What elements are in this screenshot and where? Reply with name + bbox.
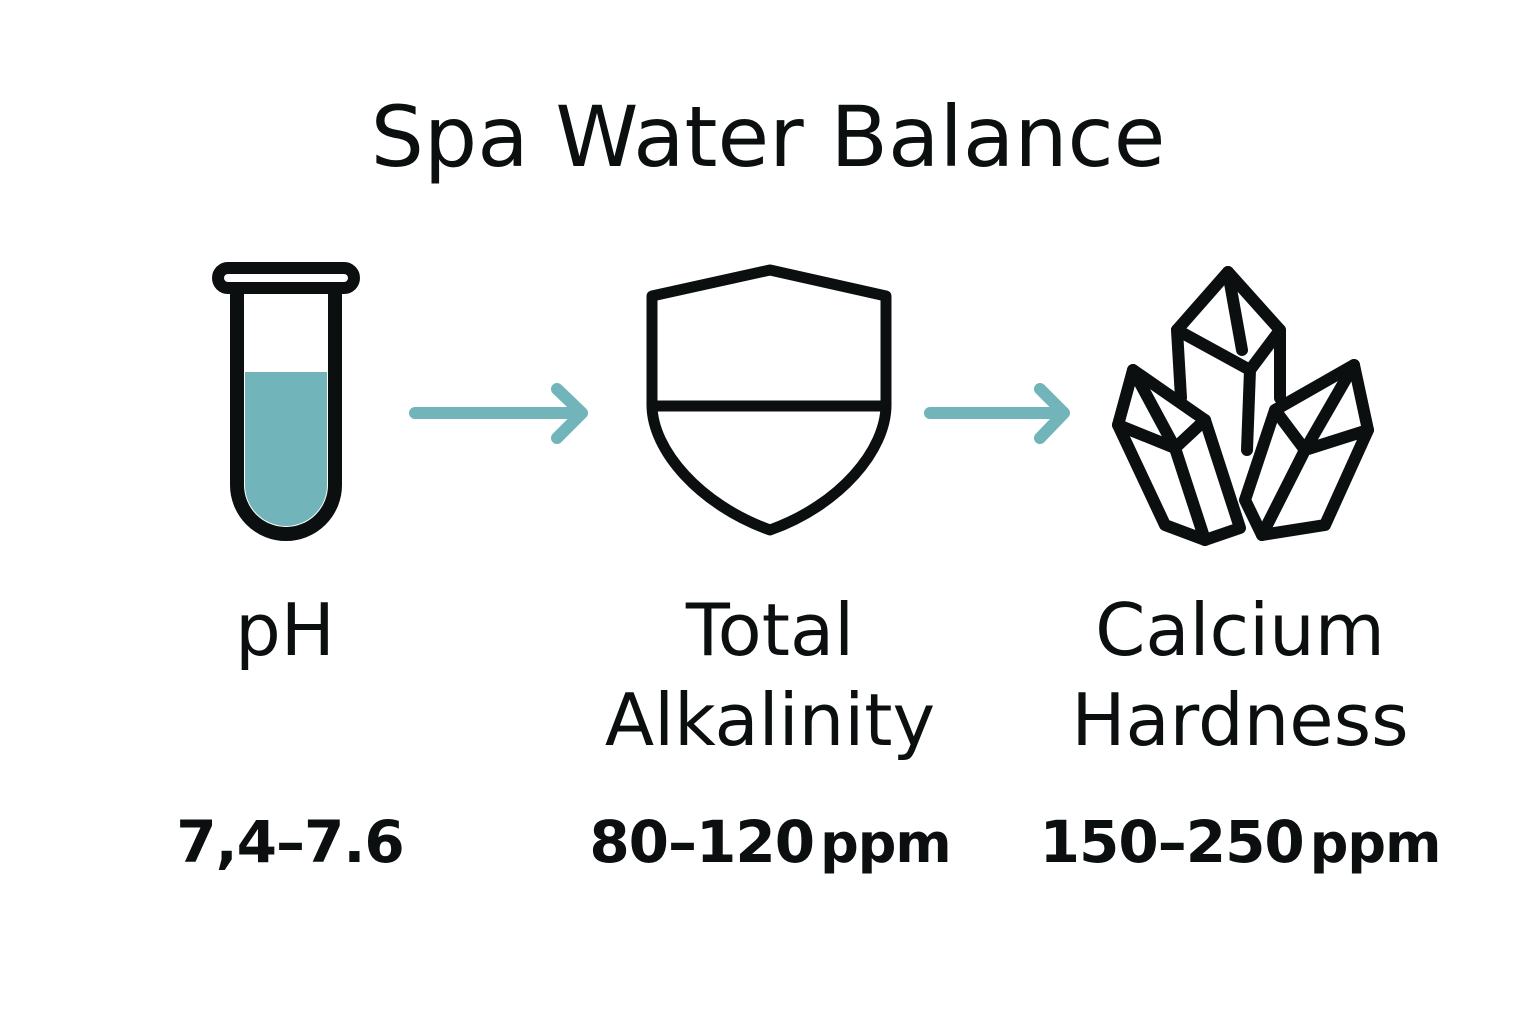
calcium-hardness-label: Calcium Hardness xyxy=(1071,588,1409,762)
total-alkalinity-label: Total Alkalinity xyxy=(604,588,936,762)
page-title: Spa Water Balance xyxy=(370,88,1166,186)
ph-value: 7,4–7.6 xyxy=(176,808,404,876)
arrow-right-icon xyxy=(409,383,588,444)
shield-icon xyxy=(646,264,892,536)
arrow-right-icon xyxy=(924,383,1070,444)
crystal-icon xyxy=(1112,266,1374,546)
ph-label: pH xyxy=(235,588,335,672)
test-tube-icon xyxy=(212,262,360,541)
